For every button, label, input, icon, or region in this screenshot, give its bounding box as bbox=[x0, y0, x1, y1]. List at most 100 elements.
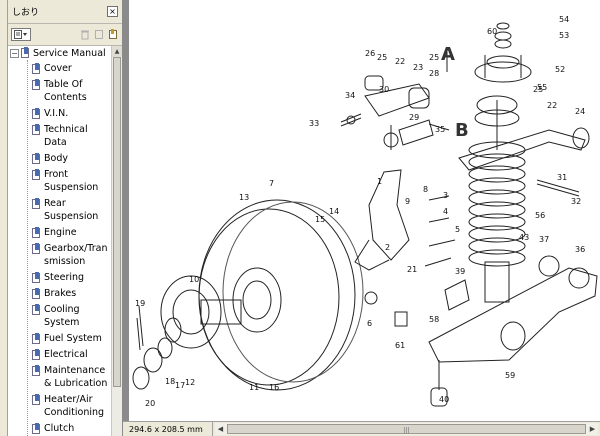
diagram-callout-33: 33 bbox=[309, 119, 319, 128]
diagram-callout-21: 21 bbox=[407, 265, 417, 274]
diagram-callout-25: 25 bbox=[429, 53, 439, 62]
bookmark-icon bbox=[32, 394, 41, 406]
bookmark-item-steering[interactable]: Steering bbox=[32, 269, 111, 285]
diagram-callout-13: 13 bbox=[239, 193, 249, 202]
upper-control-arm-left bbox=[364, 83, 430, 117]
bookmark-item-fuel-system[interactable]: Fuel System bbox=[32, 330, 111, 346]
bookmark-item-rear-suspension[interactable]: Rear Suspension bbox=[32, 195, 111, 224]
bookmarks-tree: − Service Manual Cover Table Of Contents… bbox=[8, 46, 111, 436]
diagram-callout-9: 9 bbox=[405, 197, 410, 206]
diagram-callout-32: 32 bbox=[571, 197, 581, 206]
bookmark-label: Fuel System bbox=[44, 333, 102, 344]
options-menu-icon bbox=[14, 30, 27, 39]
bookmark-children: Cover Table Of Contents V.I.N. Technical… bbox=[27, 60, 111, 436]
bookmarks-vertical-scrollbar[interactable]: ▲ bbox=[111, 46, 122, 436]
bookmark-item-cover[interactable]: Cover bbox=[32, 60, 111, 76]
diagram-callout-37: 37 bbox=[539, 235, 549, 244]
bookmark-item-gearbox-transmission[interactable]: Gearbox/Transmission bbox=[32, 240, 111, 269]
scroll-up-arrow-icon[interactable]: ▲ bbox=[112, 46, 122, 57]
bookmark-icon bbox=[32, 63, 41, 75]
bookmark-label: Electrical bbox=[44, 349, 88, 360]
bookmark-item-clutch[interactable]: Clutch bbox=[32, 420, 111, 436]
scrollbar-thumb[interactable] bbox=[113, 57, 121, 387]
diagram-callout-4: 4 bbox=[443, 207, 448, 216]
bookmarks-panel: しおり × bbox=[8, 0, 123, 436]
bookmark-root-label: Service Manual bbox=[33, 47, 106, 59]
diagram-callout-29: 29 bbox=[409, 113, 419, 122]
bookmark-icon bbox=[32, 198, 41, 210]
bookmark-label: Heater/Air Conditioning bbox=[44, 394, 105, 418]
bookmark-icon bbox=[32, 79, 41, 91]
bookmark-item-table-of-contents[interactable]: Table Of Contents bbox=[32, 76, 111, 105]
diagram-callout-39: 39 bbox=[455, 267, 465, 276]
wheel-hub bbox=[160, 275, 222, 349]
diagram-callout-2: 2 bbox=[385, 243, 390, 252]
bookmark-item-technical-data[interactable]: Technical Data bbox=[32, 121, 111, 150]
diagram-callout-31: 31 bbox=[557, 173, 567, 182]
diagram-callout-14: 14 bbox=[329, 207, 339, 216]
bookmark-item-electrical[interactable]: Electrical bbox=[32, 346, 111, 362]
diagram-callout-26: 26 bbox=[365, 49, 375, 58]
new-bookmark-icon[interactable] bbox=[94, 28, 104, 42]
bookmark-icon bbox=[32, 169, 41, 181]
lower-control-arm bbox=[428, 267, 598, 363]
bookmarks-panel-title: しおり bbox=[12, 8, 40, 18]
diagram-callout-8: 8 bbox=[423, 185, 428, 194]
bookmark-icon bbox=[32, 153, 41, 165]
diagram-callout-55: 55 bbox=[537, 83, 547, 92]
diagram-callout-25: 25 bbox=[377, 53, 387, 62]
page-size-label: 294.6 x 208.5 mm bbox=[123, 421, 213, 436]
bookmark-item-vin[interactable]: V.I.N. bbox=[32, 105, 111, 121]
scroll-right-arrow-icon[interactable]: ▶ bbox=[589, 425, 596, 433]
bookmark-icon bbox=[32, 304, 41, 316]
diagram-callout-52: 52 bbox=[555, 65, 565, 74]
brake-disc-outer bbox=[198, 199, 356, 391]
diagram-callout-7: 7 bbox=[269, 179, 274, 188]
bookmark-label: Maintenance & Lubrication bbox=[44, 365, 108, 389]
bookmark-item-body[interactable]: Body bbox=[32, 150, 111, 166]
diagram-callout-28: 28 bbox=[429, 69, 439, 78]
bookmark-item-front-suspension[interactable]: Front Suspension bbox=[32, 166, 111, 195]
bookmarks-panel-header: しおり × bbox=[8, 0, 122, 24]
document-status-bar: 294.6 x 208.5 mm ◀ ||| ▶ bbox=[123, 421, 600, 436]
diagram-callout-12: 12 bbox=[185, 378, 195, 387]
strut-top-mount bbox=[474, 61, 532, 83]
diagram-callout-11: 11 bbox=[249, 383, 259, 392]
scrollbar-thumb[interactable]: ||| bbox=[227, 424, 586, 434]
collapse-icon[interactable]: − bbox=[10, 48, 19, 58]
bookmark-item-maintenance-lubrication[interactable]: Maintenance & Lubrication bbox=[32, 362, 111, 391]
diagram-callout-24: 24 bbox=[575, 107, 585, 116]
section-letter-b: B bbox=[455, 120, 469, 141]
bookmark-options-button[interactable] bbox=[11, 28, 31, 41]
brake-disc-rim bbox=[198, 208, 340, 386]
diagram-callout-5: 5 bbox=[455, 225, 460, 234]
scroll-left-arrow-icon[interactable]: ◀ bbox=[217, 425, 224, 433]
bookmark-item-engine[interactable]: Engine bbox=[32, 224, 111, 240]
navigation-edge-strip[interactable] bbox=[0, 0, 8, 436]
shock-absorber-body bbox=[484, 261, 510, 303]
close-icon[interactable]: × bbox=[107, 6, 118, 17]
bookmark-item-heater-air-conditioning[interactable]: Heater/Air Conditioning bbox=[32, 391, 111, 420]
bookmark-item-brakes[interactable]: Brakes bbox=[32, 285, 111, 301]
diagram-callout-20: 20 bbox=[145, 399, 155, 408]
bookmark-label: Technical Data bbox=[44, 124, 88, 148]
steering-knuckle bbox=[368, 169, 410, 261]
diagram-callout-58: 58 bbox=[429, 315, 439, 324]
diagram-callout-19: 19 bbox=[135, 299, 145, 308]
upper-wishbone-right bbox=[458, 129, 586, 171]
horizontal-scrollbar[interactable]: ◀ ||| ▶ bbox=[215, 423, 598, 435]
delete-bookmark-icon[interactable] bbox=[80, 28, 90, 42]
diagram-callout-16: 16 bbox=[269, 383, 279, 392]
bookmark-root[interactable]: − Service Manual bbox=[8, 46, 111, 60]
bookmark-icon bbox=[32, 288, 41, 300]
diagram-callout-17: 17 bbox=[175, 381, 185, 390]
diagram-callout-18: 18 bbox=[165, 377, 175, 386]
diagram-callout-35: 35 bbox=[435, 125, 445, 134]
expand-bookmark-icon[interactable] bbox=[108, 28, 119, 42]
diagram-callout-23: 23 bbox=[413, 63, 423, 72]
diagram-callout-59: 59 bbox=[505, 371, 515, 380]
diagram-callout-22: 22 bbox=[547, 101, 557, 110]
bookmark-item-cooling-system[interactable]: Cooling System bbox=[32, 301, 111, 330]
